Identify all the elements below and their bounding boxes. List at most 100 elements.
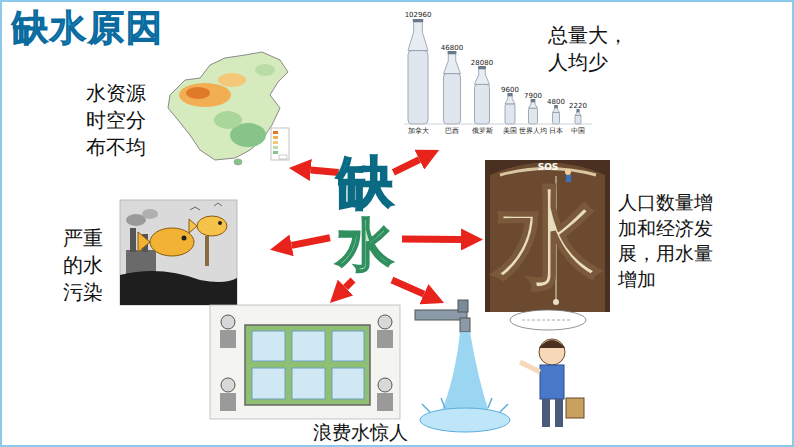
pollution-picture-part: [197, 216, 227, 236]
well-picture-part: [566, 175, 571, 182]
irrigation-picture-part: [378, 315, 392, 329]
water-bottle-part: [505, 104, 515, 124]
tap-picture-part: [539, 340, 565, 348]
country-name: 美国: [503, 128, 517, 135]
slide-title: 缺水原因: [12, 6, 164, 49]
water-bottle-part: [505, 96, 515, 104]
node-label: 总量大，人均少: [548, 22, 636, 76]
value-number: 2220: [569, 103, 587, 110]
water-bottle-part: [475, 69, 490, 84]
pollution-picture-part: [182, 236, 187, 241]
water-character: 水: [494, 184, 602, 292]
tap-picture-part: [566, 398, 584, 418]
water-bottle-part: [444, 54, 461, 74]
water-bottle: [575, 109, 581, 124]
tap-picture-part: [460, 318, 470, 332]
pollution-picture-part: [120, 200, 237, 305]
china-map-part: [273, 131, 278, 134]
value-number: 9600: [501, 87, 519, 94]
pollution-picture-part: [205, 236, 209, 266]
water-bottle-part: [553, 112, 560, 124]
country-name: 日本: [549, 128, 563, 135]
water-bottle-part: [444, 74, 461, 124]
china-map-part: [273, 136, 278, 139]
water-bottle-part: [529, 108, 538, 124]
well-picture-part: [565, 169, 571, 175]
water-bottle: [529, 99, 538, 124]
china-map-part: [168, 52, 288, 160]
map-group: 水资源时空分布不均: [84, 48, 292, 168]
well-picture-part: [553, 299, 559, 305]
center-character: 缺: [330, 152, 400, 214]
arrow-connector: [292, 238, 330, 246]
irrigation-picture-part: [292, 331, 325, 361]
arrow-connector: [311, 170, 339, 173]
pollution-picture-part: [138, 232, 150, 252]
irrigation-picture-part: [245, 325, 370, 405]
irrigation-picture-part: [332, 368, 364, 399]
well-picture: [485, 160, 610, 312]
pollution-picture-part: [150, 228, 194, 256]
irrigation-picture-part: [292, 368, 325, 399]
well-picture-part: [490, 163, 605, 313]
value-number: 7900: [524, 93, 542, 100]
water-bottle: [505, 93, 515, 124]
center-node: 缺水: [330, 152, 402, 280]
china-map-part: [218, 73, 246, 87]
country-name: 世界人均: [519, 128, 547, 135]
water-bottle-part: [575, 115, 581, 124]
tap-picture-part: [522, 320, 572, 321]
tap-picture-part: [520, 362, 540, 372]
tap-picture-part: [422, 398, 508, 412]
tap-picture-part: [420, 408, 510, 432]
value-number: 28080: [471, 60, 493, 67]
tap-picture-part: [539, 339, 565, 365]
value-number: 102960: [405, 12, 432, 19]
irrigation-picture-part: [378, 378, 392, 392]
china-map-part: [255, 64, 275, 76]
value-number: 46800: [441, 45, 463, 52]
country-name: 加拿大: [408, 128, 429, 135]
pollution-picture: [120, 200, 237, 305]
node-label: 浪费水惊人: [308, 420, 412, 446]
irrigation-picture-part: [252, 368, 285, 399]
china-map-part: [186, 87, 210, 99]
baseline: [404, 124, 592, 125]
tap-picture-part: [540, 365, 564, 399]
water-bottle-part: [408, 51, 428, 124]
value-number: 4800: [547, 99, 565, 106]
tap-picture-part: [458, 300, 468, 312]
pollution-picture-part: [218, 221, 222, 225]
water-bottle-part: [475, 84, 490, 124]
water-bottle: [408, 19, 428, 124]
country-name: 巴西: [445, 128, 459, 135]
china-map-part: [273, 146, 278, 149]
china-map: [168, 52, 289, 165]
irrigation-picture-part: [332, 331, 364, 361]
irrigation-picture: [210, 305, 400, 419]
tap-picture-part: [510, 310, 586, 330]
irrigation-picture-part: [377, 393, 393, 411]
sos-sign: SOS: [538, 163, 559, 172]
pollution-picture-part: [189, 219, 197, 233]
irrigation-picture-part: [252, 331, 285, 361]
water-bottle: [444, 51, 461, 124]
arrow-connector: [402, 236, 461, 243]
well-picture-part: [485, 160, 610, 312]
china-map-part: [273, 141, 278, 144]
country-name: 俄罗斯: [472, 128, 493, 135]
water-bottle-part: [553, 108, 560, 112]
arrow-connector: [392, 280, 424, 294]
pollution-picture-part: [190, 203, 222, 210]
china-map-part: [279, 155, 287, 159]
water-bottle-part: [413, 19, 423, 22]
irrigation-picture-part: [221, 315, 235, 329]
irrigation-picture-part: [220, 393, 236, 411]
node-label: 水资源时空分布不均: [86, 80, 152, 161]
waste-group: 浪费水惊人: [208, 303, 595, 447]
irrigation-picture-part: [377, 330, 393, 348]
pollution-picture-part: [142, 209, 158, 219]
arrow-connector: [393, 160, 419, 173]
tap-picture-part: [542, 399, 550, 427]
